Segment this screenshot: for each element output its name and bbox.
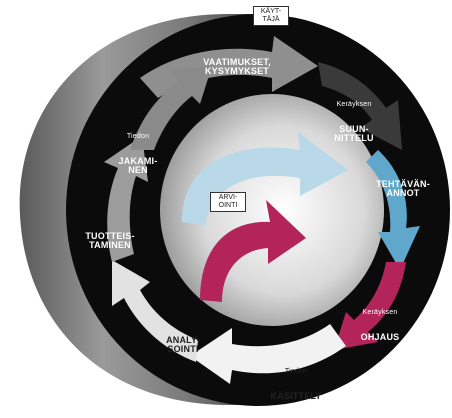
arrow-sharing (130, 66, 212, 150)
label-planning-small: Keräyksen (336, 100, 372, 108)
label-control: Keräyksen OHJAUS (344, 292, 416, 359)
arrow-productization (104, 136, 148, 262)
label-control-small: Keräyksen (362, 308, 398, 316)
arrow-tasking (366, 150, 420, 270)
label-productization: TUOTTEIS- TAMINEN (85, 231, 135, 251)
label-sharing-small: Tiedon (126, 132, 150, 140)
label-sharing-big: JAKAMI- NEN (118, 155, 158, 176)
arrow-processing (190, 324, 346, 384)
label-processing: Tiedon KÄSITTELY (252, 351, 340, 418)
label-sharing: Tiedon JAKAMI- NEN (104, 116, 172, 193)
evaluation-box: ARVI- OINTI (210, 192, 246, 213)
inner-blue-arrow (182, 132, 348, 225)
label-processing-big: KÄSITTELY (270, 390, 322, 401)
inner-magenta-arrow (200, 200, 306, 302)
label-processing-small: Tiedon (284, 367, 308, 375)
label-requirements: VAATIMUKSET, KYSYMYKSET (203, 57, 271, 77)
label-tasking: TEHTÄVÄN- ANNOT (376, 179, 430, 199)
user-box: KÄYT- TÄJÄ (253, 6, 289, 27)
label-control-big: OHJAUS (360, 331, 400, 342)
label-analysis: ANALY- SOINTI (166, 335, 200, 355)
label-planning: Keräyksen SUUN- NITTELU (318, 84, 390, 161)
arrow-control (334, 262, 406, 350)
label-planning-big: SUUN- NITTELU (334, 123, 374, 144)
arrow-planning (318, 62, 402, 150)
arrow-analysis (112, 260, 198, 362)
